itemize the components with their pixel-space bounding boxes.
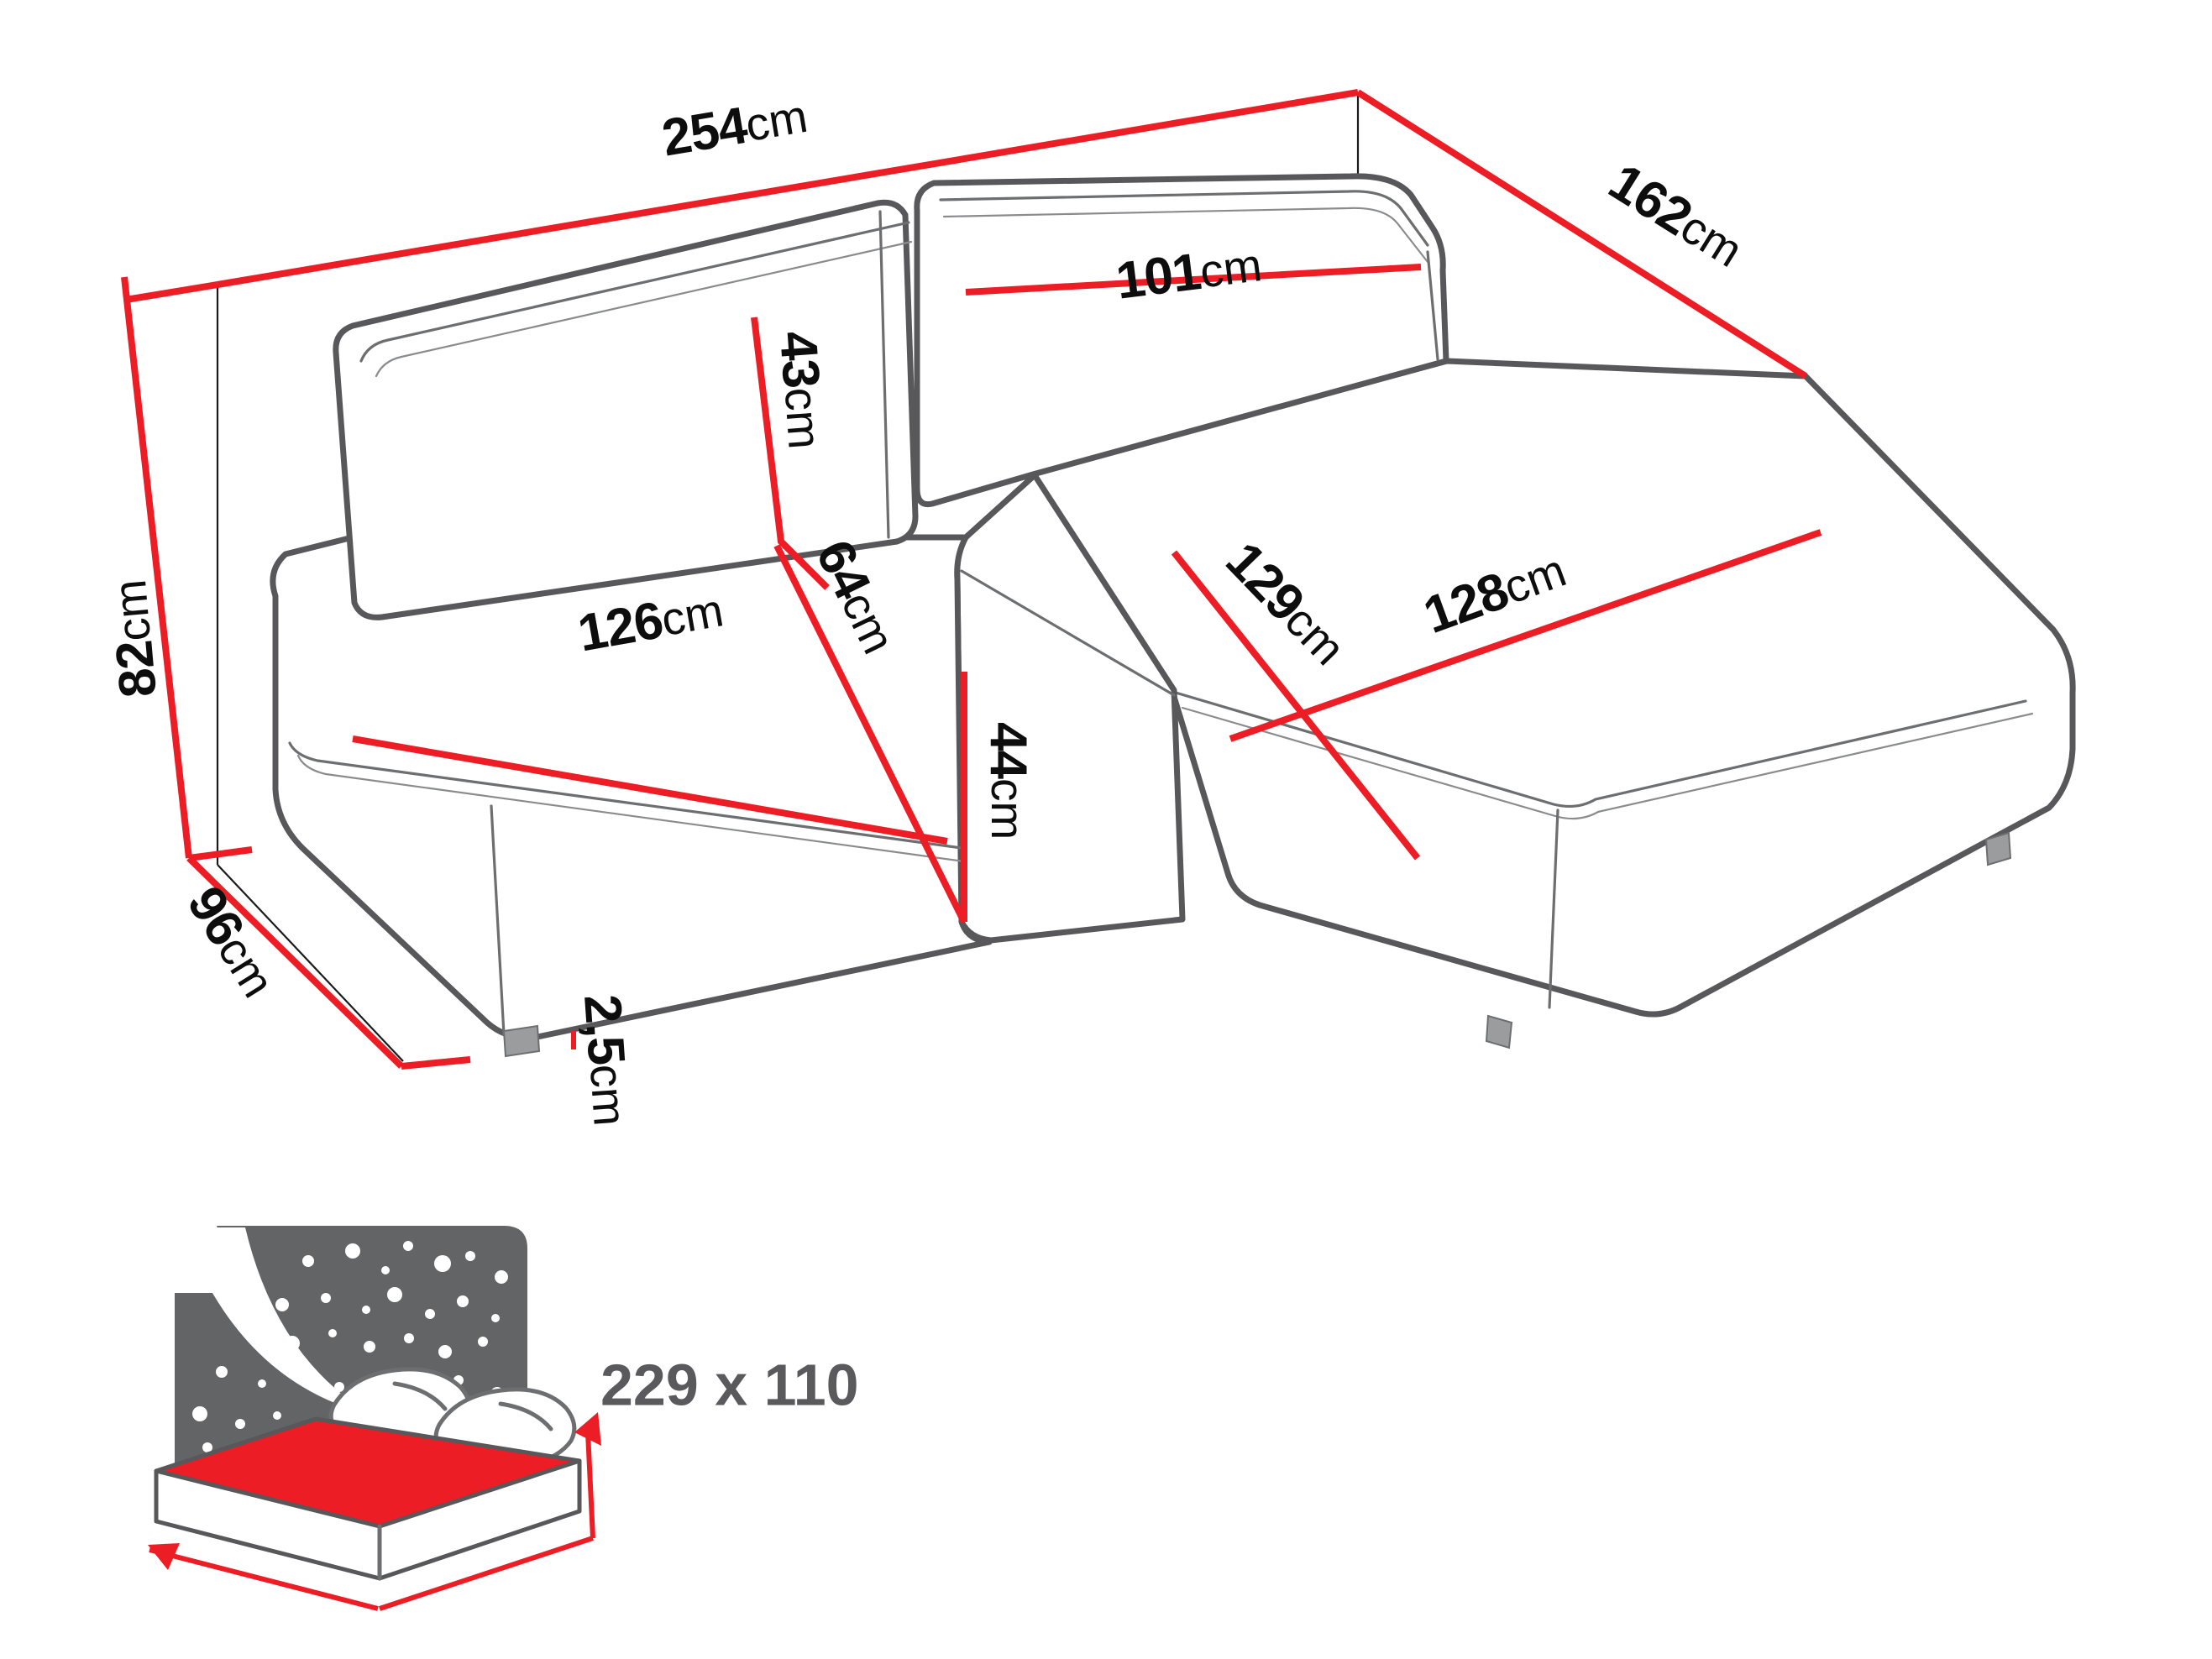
right-backrest-right-face (1426, 250, 1439, 361)
bed-night-icon: 229 x 110 (148, 1226, 859, 1611)
line-seat-width (352, 735, 948, 845)
line-backrest-width (965, 264, 1422, 296)
mattress-side-arrow (585, 1431, 595, 1539)
left-backrest-right-edge (878, 210, 890, 539)
left-seat-foot (502, 1024, 541, 1058)
left-seat-front-break (490, 804, 506, 1036)
line-chaise-width (1229, 529, 1822, 742)
line-overall-depth (186, 856, 404, 1069)
sofa-illustration (270, 173, 2076, 1058)
left-backrest-top-seam (359, 221, 910, 363)
crescent-moon-icon (206, 1227, 376, 1417)
chaise-foot-right (1984, 831, 2012, 866)
pillow-back-fold (392, 1381, 448, 1411)
label-seat-height: 44cm (979, 722, 1037, 840)
line-backrest-height (751, 317, 830, 590)
label-backrest-width: 101cm (1113, 235, 1265, 311)
label-backrest-height: 43cm (768, 329, 835, 451)
line-total-width (217, 89, 1359, 288)
line-seat-depth (773, 544, 967, 924)
left-backrest-cushion (333, 199, 919, 620)
mattress-length-arrow (149, 1547, 379, 1611)
corner-seat-seam (960, 569, 1176, 697)
guide-left-floor (217, 864, 404, 1062)
sleeping-area-label: 229 x 110 (600, 1352, 859, 1417)
line-overall-height (121, 276, 192, 859)
line-chaise-depth (1171, 550, 1421, 861)
mattress-side-arrowhead (574, 1412, 601, 1446)
chaise-top-seam-inner (1181, 706, 2034, 820)
left-seat-top-seam (288, 741, 963, 850)
chaise-foot-left (1485, 1014, 1513, 1049)
bracket-depth-end (401, 1056, 471, 1070)
label-seat-width: 126cm (574, 581, 727, 663)
chaise-top-seam (1174, 691, 2027, 809)
pillow-front-fold (498, 1401, 553, 1431)
right-backrest-top-seam (939, 190, 1429, 247)
mattress-length-arrowhead (148, 1543, 180, 1570)
left-seat-top-seam-inner (296, 754, 966, 863)
right-backrest-top-seam-inner (942, 207, 1429, 264)
label-total-width: 254cm (658, 86, 812, 168)
left-backrest-top-seam-inner (375, 240, 913, 378)
bracket-width-left (125, 281, 218, 303)
bracket-height-bottom (188, 846, 253, 861)
chaise-front-break (1548, 809, 1559, 1009)
line-total-depth (1355, 89, 1808, 379)
crescent-moon-sweep (181, 1226, 391, 1419)
label-overall-height: 82cm (100, 578, 168, 700)
star-field (192, 1241, 508, 1462)
dimension-lines (121, 89, 1822, 1070)
mattress-width-arrow (379, 1536, 594, 1611)
right-backrest-cushion (914, 173, 1449, 508)
label-ground-clearance: 2,5cm (573, 992, 640, 1128)
chaise-block (1021, 358, 2076, 1018)
